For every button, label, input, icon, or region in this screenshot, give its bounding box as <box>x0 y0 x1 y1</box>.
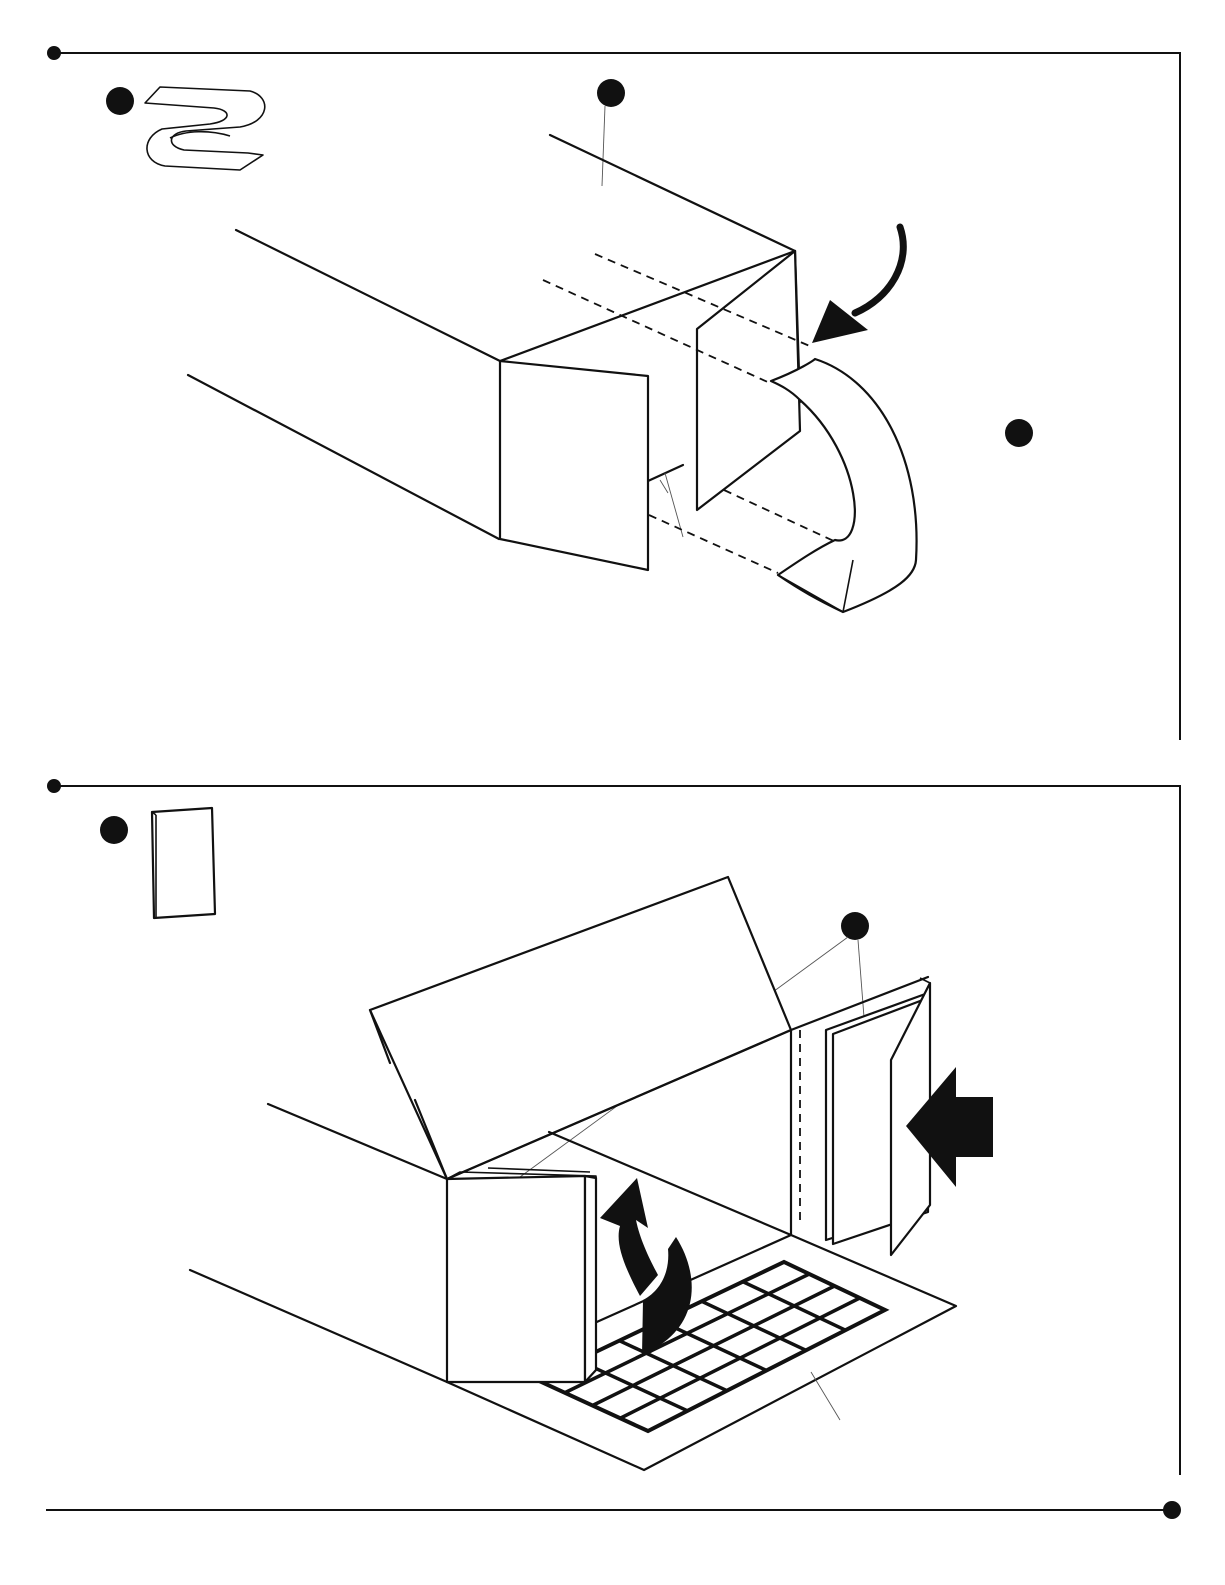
callout-tape <box>106 87 134 115</box>
callout-filter-part <box>100 816 128 844</box>
filter-panel-icon <box>100 808 215 918</box>
curved-arrow-icon <box>812 227 903 343</box>
frame-end-dot <box>1163 1501 1181 1519</box>
callout-flap <box>1005 419 1033 447</box>
tape-icon <box>106 87 265 170</box>
bottom-rule <box>46 1501 1181 1519</box>
callout-duct <box>597 79 625 186</box>
callout-grille-leader <box>811 1372 840 1420</box>
filter-panel-left <box>447 1168 596 1382</box>
front-flap <box>500 361 648 570</box>
